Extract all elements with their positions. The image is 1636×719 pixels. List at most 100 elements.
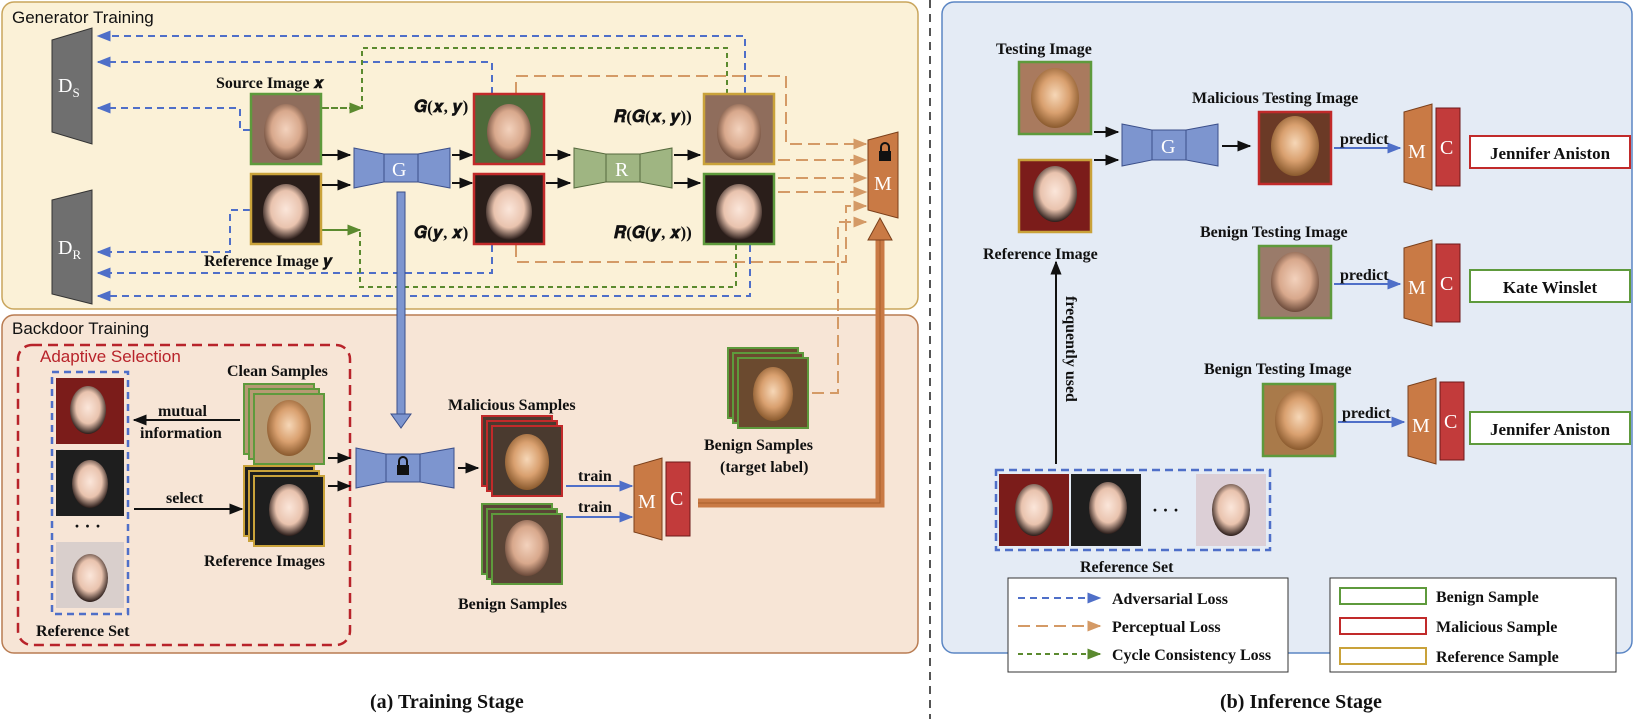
svg-text:DR: DR <box>58 237 81 262</box>
reference-set-column <box>50 370 130 616</box>
inference-reference-image <box>1017 158 1093 234</box>
reference-set-image-1 <box>56 378 124 444</box>
predict-label-3: predict <box>1342 405 1391 422</box>
benign-samples-stack <box>481 503 563 585</box>
malicious-samples-label: Malicious Samples <box>448 397 576 414</box>
benign-testing-image-label-2: Benign Testing Image <box>1204 361 1352 378</box>
adversarial-loss-lines <box>96 30 751 302</box>
inference-reference-set-image-1 <box>999 474 1069 546</box>
benign-testing-image-2 <box>1261 382 1337 458</box>
adaptive-selection-box <box>16 343 352 647</box>
svg-text:M: M <box>1412 415 1430 437</box>
rgxy-image <box>702 92 776 166</box>
lock-icon <box>397 456 409 475</box>
select-label: select <box>166 490 204 507</box>
reference-set-image-2 <box>56 450 124 516</box>
legend-adversarial: Adversarial Loss <box>1112 591 1228 608</box>
model-mc-training: M C <box>633 457 691 541</box>
svg-text:G: G <box>392 159 406 181</box>
benign-testing-image-1 <box>1257 244 1333 320</box>
malicious-testing-image <box>1257 110 1333 186</box>
svg-text:C: C <box>1440 137 1453 159</box>
train-label-1: train <box>578 468 612 485</box>
legend-malicious: Malicious Sample <box>1436 619 1557 636</box>
prediction-label-3: Jennifer Aniston <box>1490 420 1611 439</box>
svg-text:C: C <box>1444 411 1457 433</box>
gyx-label: 𝑮(𝒚, 𝒙) <box>414 223 468 243</box>
model-mc-inference-1: M C <box>1403 103 1461 191</box>
backdoor-training-title: Backdoor Training <box>12 319 149 338</box>
backdoor-training-panel <box>1 314 919 654</box>
reference-set-label: Reference Set <box>36 623 130 640</box>
benign-samples-label: Benign Samples <box>458 596 567 613</box>
testing-image-label: Testing Image <box>996 41 1092 58</box>
svg-text:C: C <box>670 488 683 510</box>
rgxy-label: 𝑹(𝑮(𝒙, 𝒚)) <box>613 107 692 127</box>
predict-label-2: predict <box>1340 267 1389 284</box>
inference-reference-set-label: Reference Set <box>1080 559 1174 576</box>
predict-label-1: predict <box>1340 131 1389 148</box>
reference-image-label: Reference Image 𝒚 <box>204 253 334 271</box>
inference-reference-set-ellipsis: · · · <box>1152 500 1179 520</box>
prediction-box-3 <box>1469 411 1631 445</box>
train-label-2: train <box>578 499 612 516</box>
legend-cycle: Cycle Consistency Loss <box>1112 647 1271 664</box>
testing-image <box>1017 60 1093 136</box>
inference-stage-caption: (b) Inference Stage <box>1220 691 1382 713</box>
reference-images-label: Reference Images <box>204 553 325 570</box>
generator-block: G <box>353 147 451 189</box>
lock-icon <box>879 142 891 161</box>
information-label: information <box>140 425 222 442</box>
mutual-label: mutual <box>158 403 207 420</box>
clean-samples-stack <box>243 383 325 465</box>
adaptive-selection-title: Adaptive Selection <box>40 347 181 366</box>
model-mc-inference-2: M C <box>1403 239 1461 327</box>
legend-perceptual: Perceptual Loss <box>1112 619 1221 636</box>
source-image-label: Source Image 𝒙 <box>216 75 324 92</box>
svg-text:M: M <box>1408 141 1426 163</box>
legend-benign: Benign Sample <box>1436 589 1539 606</box>
benign-target-label-1: Benign Samples <box>704 437 813 454</box>
sample-legend: Benign Sample Malicious Sample Reference… <box>1329 577 1617 673</box>
model-update-arrow <box>698 216 893 508</box>
prediction-label-2: Kate Winslet <box>1503 278 1598 297</box>
benign-target-stack <box>727 347 809 429</box>
locked-model-m: M <box>867 131 899 219</box>
benign-target-label-2: (target label) <box>720 459 808 476</box>
reference-set-image-3 <box>56 542 124 608</box>
gxy-label: 𝑮(𝒙, 𝒚) <box>414 97 468 117</box>
svg-text:G: G <box>1161 136 1175 158</box>
svg-text:M: M <box>874 173 892 195</box>
cycle-consistency-lines <box>322 47 737 288</box>
generator-training-title: Generator Training <box>12 8 154 27</box>
reference-images-stack <box>243 465 325 547</box>
rgyx-image <box>702 172 776 246</box>
loss-legend: Adversarial Loss Perceptual Loss Cycle C… <box>1007 577 1289 673</box>
svg-text:C: C <box>1440 273 1453 295</box>
restorer-block: R <box>573 147 673 189</box>
malicious-testing-image-label: Malicious Testing Image <box>1192 90 1358 107</box>
prediction-box-1 <box>1469 135 1631 169</box>
malicious-samples-stack <box>481 415 563 497</box>
prediction-label-1: Jennifer Aniston <box>1490 144 1611 163</box>
benign-testing-image-label-1: Benign Testing Image <box>1200 224 1348 241</box>
frequently-used-label: frequently used <box>1062 296 1079 402</box>
inference-generator-block: G <box>1121 123 1219 167</box>
reference-set-ellipsis: · · · <box>74 516 101 536</box>
source-image <box>249 92 323 166</box>
perceptual-loss-lines <box>515 75 868 394</box>
reference-image <box>249 172 323 246</box>
clean-samples-label: Clean Samples <box>227 363 328 380</box>
svg-text:M: M <box>638 491 656 513</box>
discriminator-reference: DR <box>51 189 93 305</box>
gxy-image <box>472 92 546 166</box>
svg-text:DS: DS <box>58 75 80 100</box>
generator-transfer-arrow <box>390 191 412 429</box>
model-mc-inference-3: M C <box>1407 377 1465 465</box>
locked-generator-block <box>355 447 455 489</box>
inference-reference-set-image-2 <box>1071 474 1141 546</box>
svg-text:R: R <box>615 159 629 181</box>
training-stage-caption: (a) Training Stage <box>370 691 524 713</box>
inference-reference-image-label: Reference Image <box>983 246 1098 263</box>
